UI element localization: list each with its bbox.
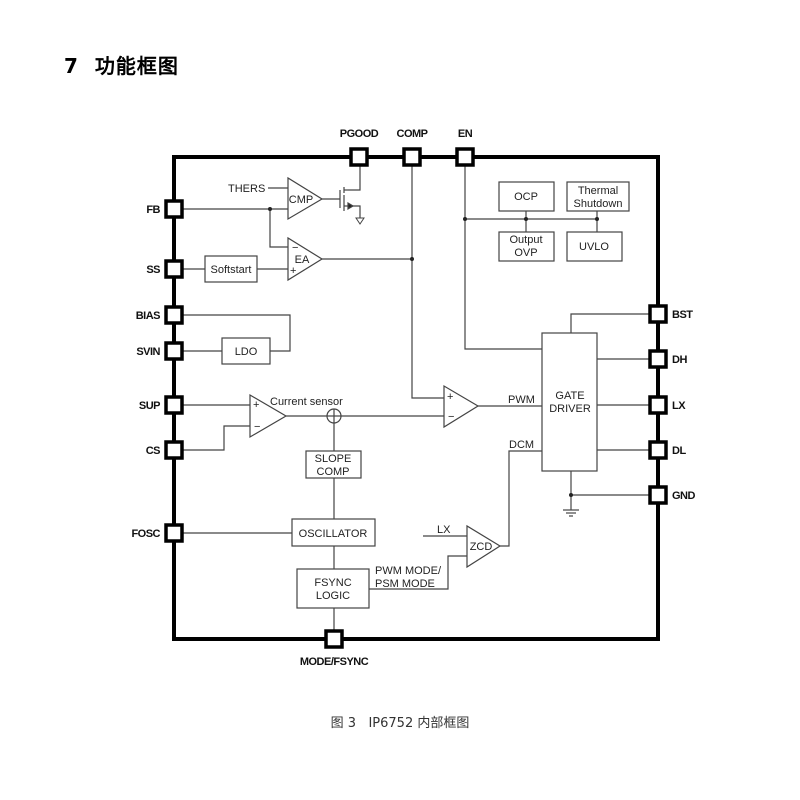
junction-dots [268, 207, 599, 497]
section-title: 7 功能框图 [64, 50, 179, 79]
section-number: 7 [64, 54, 79, 78]
zcd-label: ZCD [470, 541, 493, 553]
pins-top: PGOOD COMP EN [340, 128, 475, 167]
pin-en [455, 147, 475, 167]
mode-label-1: PWM MODE/ [375, 565, 442, 577]
fsync-logic-label-1: FSYNC [314, 577, 351, 589]
output-ovp-block [498, 231, 555, 262]
pin-label-cs: CS [146, 445, 160, 457]
pwm-label: PWM [508, 394, 535, 406]
pin-label-lx: LX [672, 400, 686, 412]
pin-label-comp: COMP [397, 128, 428, 140]
pin-ss [164, 259, 184, 279]
pin-label-pgood: PGOOD [340, 128, 379, 140]
dcm-label: DCM [509, 439, 534, 451]
gate-driver-label-1: GATE [555, 390, 584, 402]
figure-title: IP6752 内部框图 [368, 716, 470, 731]
slope-comp-label-2: COMP [317, 466, 350, 478]
pin-fosc [164, 523, 184, 543]
gate-driver-block [541, 332, 598, 472]
pin-label-fosc: FOSC [131, 528, 160, 540]
ovp-label-1: Output [509, 234, 542, 246]
ea-plus: + [290, 265, 296, 277]
pins-right: BST DH LX DL GND [648, 304, 696, 505]
ldo-label: LDO [235, 346, 258, 358]
ea-label: EA [295, 254, 310, 266]
pin-label-en: EN [458, 128, 473, 140]
thermal-label-2: Shutdown [574, 198, 623, 210]
figure-number: 图 3 [330, 716, 357, 731]
current-sense-amplifier [249, 393, 288, 439]
ocp-label: OCP [514, 191, 538, 203]
pin-sup [164, 395, 184, 415]
mode-label-2: PSM MODE [375, 578, 435, 590]
ocp-block [498, 181, 555, 212]
pin-dh [648, 349, 668, 369]
pin-gnd [648, 485, 668, 505]
softstart-label: Softstart [211, 264, 252, 276]
pins-left: FB SS BIAS SVIN SUP CS FOSC [131, 199, 184, 543]
pin-label-svin: SVIN [136, 346, 160, 358]
softstart-block [204, 255, 258, 283]
slope-comp-block [305, 450, 362, 479]
pwm-comparator [443, 384, 480, 429]
cmp-label: CMP [289, 194, 313, 206]
pin-label-mode-fsync: MODE/FSYNC [300, 656, 369, 668]
cmp-comparator [287, 176, 324, 221]
uvlo-label: UVLO [579, 241, 609, 253]
pin-label-gnd: GND [672, 490, 696, 502]
fsync-logic-label-2: LOGIC [316, 590, 350, 602]
pin-fb [164, 199, 184, 219]
cs-amp-minus: − [254, 421, 260, 433]
ovp-label-2: OVP [514, 247, 537, 259]
pin-bst [648, 304, 668, 324]
ea-minus: − [292, 242, 298, 254]
wires [183, 165, 650, 630]
pwm-comp-plus: + [447, 391, 453, 403]
thermal-label-1: Thermal [578, 185, 618, 197]
gate-driver-label-2: DRIVER [549, 403, 591, 415]
ground-symbol-gnd [563, 509, 579, 517]
pin-dl [648, 440, 668, 460]
pin-cs [164, 440, 184, 460]
pin-mode-fsync [324, 629, 344, 649]
zcd-comparator [466, 524, 502, 569]
pin-label-ss: SS [146, 264, 160, 276]
summing-junction-icon [326, 408, 342, 424]
fsync-logic-block [296, 568, 370, 609]
pin-label-bst: BST [672, 309, 693, 321]
lx-signal-label: LX [437, 524, 451, 536]
pin-bias [164, 305, 184, 325]
pin-label-bias: BIAS [136, 310, 160, 322]
section-heading: 功能框图 [94, 54, 179, 78]
pin-lx [648, 395, 668, 415]
pins-bottom: MODE/FSYNC [300, 629, 369, 668]
pin-label-sup: SUP [139, 400, 160, 412]
ea-amplifier [287, 236, 324, 282]
figure-caption: 图 3 IP6752 内部框图 [0, 712, 800, 731]
pin-comp [402, 147, 422, 167]
pin-label-fb: FB [146, 204, 160, 216]
pin-label-dl: DL [672, 445, 686, 457]
uvlo-block [566, 231, 623, 262]
cs-amp-plus: + [253, 399, 259, 411]
ldo-block [221, 337, 271, 365]
mosfet-icon [339, 187, 355, 211]
ground-symbol-pgood [355, 217, 365, 225]
pin-svin [164, 341, 184, 361]
pin-pgood [349, 147, 369, 167]
current-sensor-label: Current sensor [270, 396, 343, 408]
oscillator-block [291, 518, 376, 547]
pwm-comp-minus: − [448, 411, 454, 423]
pin-label-dh: DH [672, 354, 687, 366]
slope-comp-label-1: SLOPE [315, 453, 352, 465]
thers-label: THERS [228, 183, 265, 195]
thermal-shutdown-block [566, 181, 630, 212]
oscillator-label: OSCILLATOR [299, 528, 368, 540]
